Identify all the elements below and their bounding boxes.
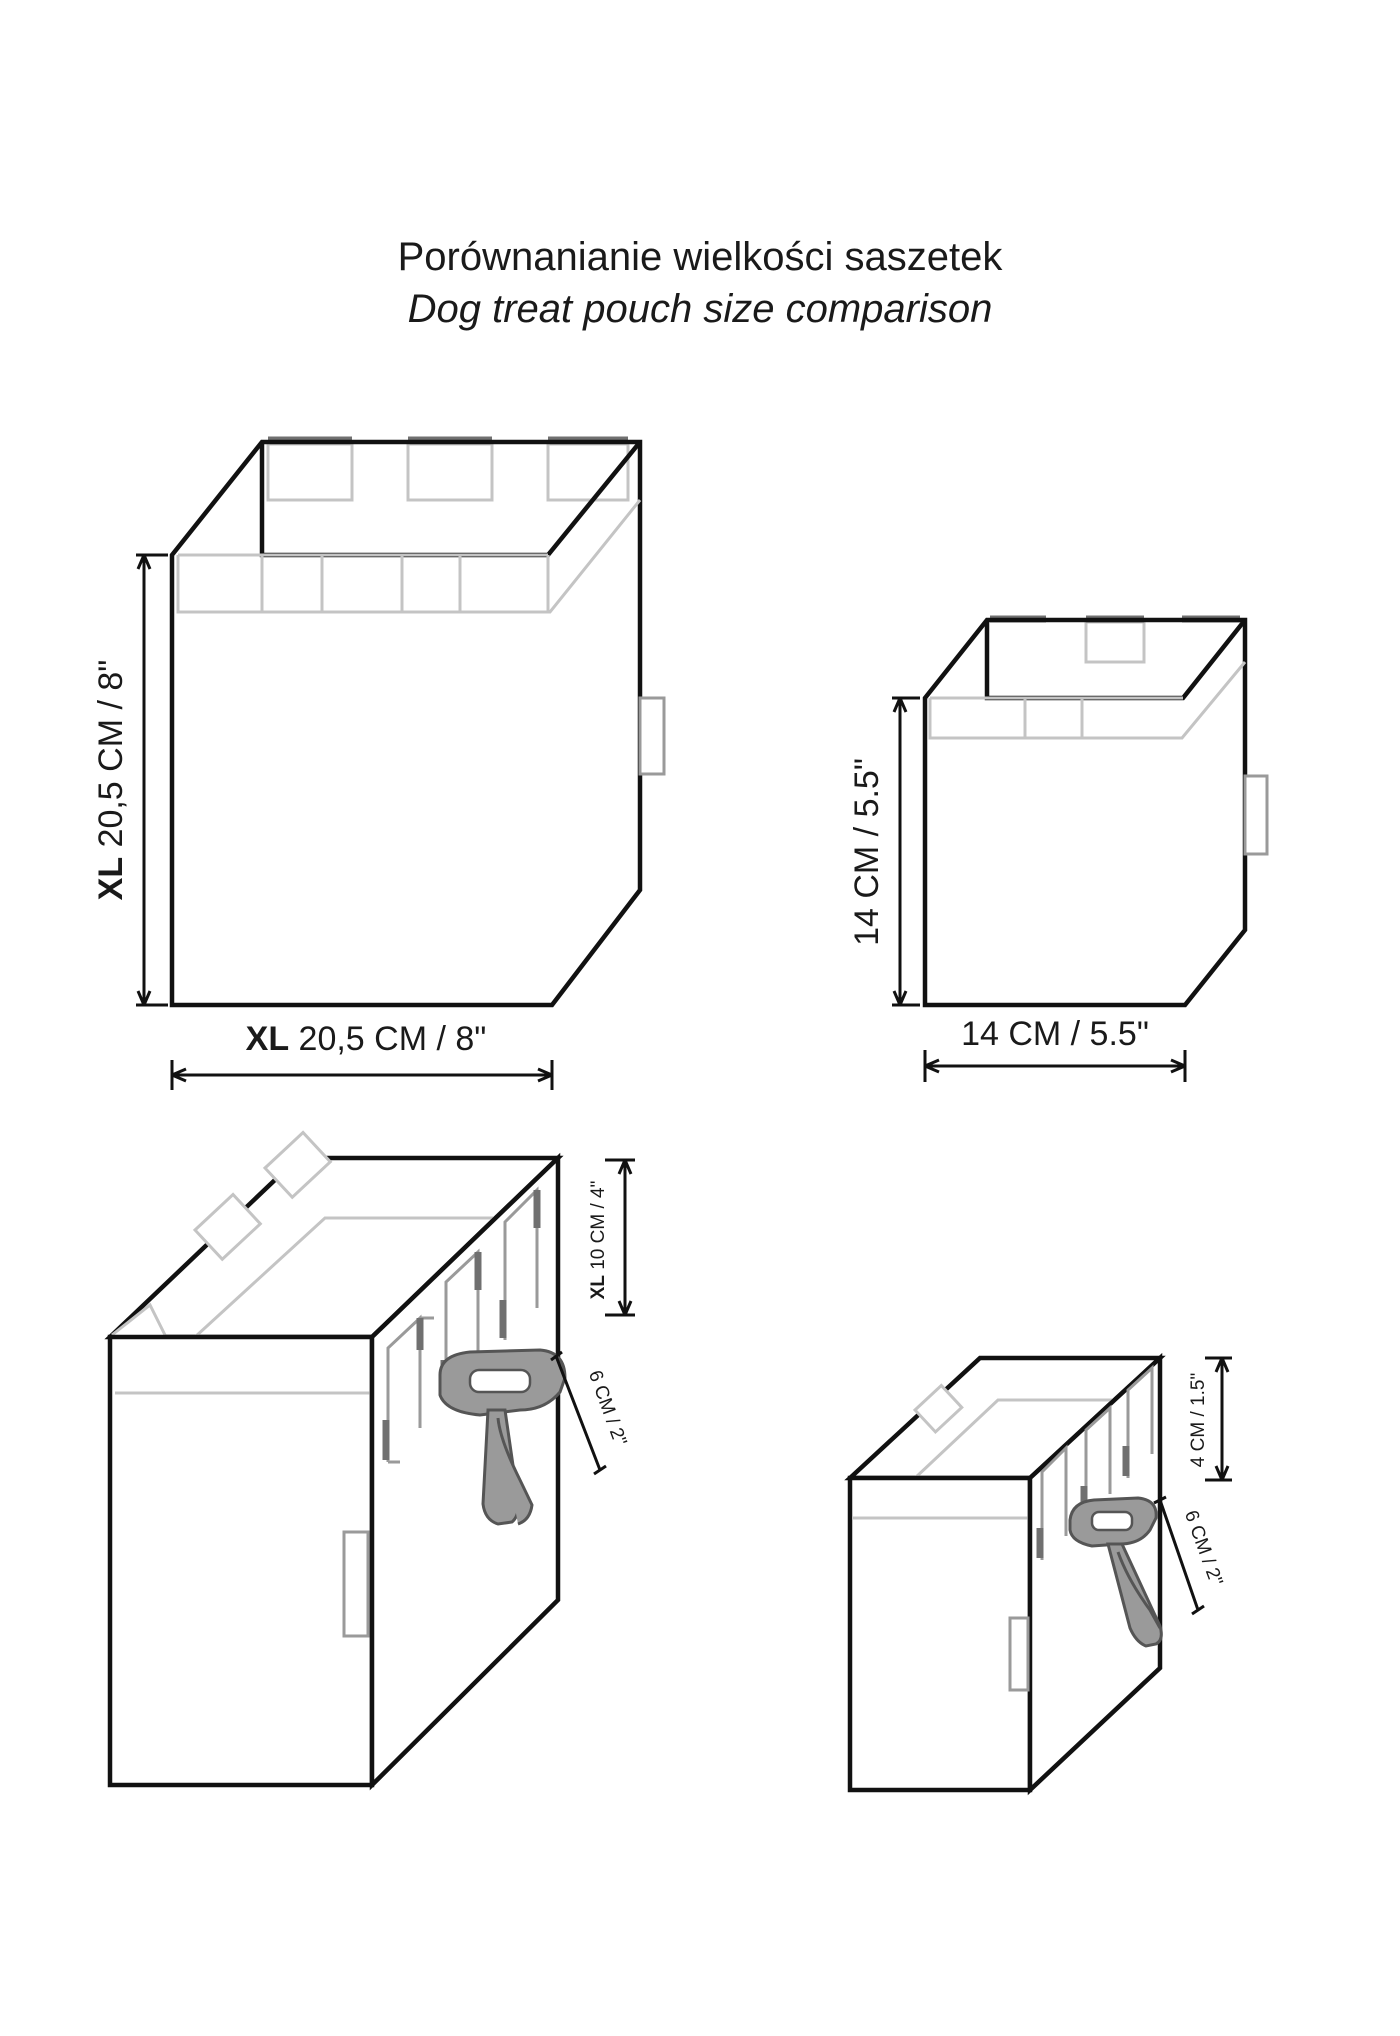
std-strap-dimension: 4 CM / 1.5"	[1188, 1356, 1232, 1482]
xl-strap-dimension: XL 10 CM / 4"	[588, 1158, 635, 1317]
std-top-tab-1	[1084, 620, 1146, 664]
std-rim-band	[928, 661, 1247, 740]
std-strap-label: 4 CM / 1.5"	[1188, 1373, 1209, 1467]
xl-rim-band	[176, 499, 642, 614]
std-strap-loop-3	[1126, 1364, 1154, 1478]
xl-width-label: XL 20,5 CM / 8"	[246, 1020, 487, 1058]
std-strap-loop-1	[1040, 1444, 1068, 1560]
std-width-dimension: 14 CM / 5.5"	[923, 1015, 1187, 1082]
standard-front-pouch	[922, 615, 1269, 1008]
std-width-label: 14 CM / 5.5"	[961, 1015, 1149, 1053]
xl-side-right-face	[369, 1152, 561, 1791]
xl-top-tab-2	[406, 442, 494, 502]
std-side-pouch	[844, 1352, 1166, 1796]
std-height-dimension: 14 CM / 5.5"	[848, 696, 920, 1007]
xl-strap-loop-3	[503, 1186, 539, 1340]
std-side-top-tab	[912, 1383, 964, 1435]
xl-height-label: XL 20,5 CM / 8"	[92, 660, 130, 901]
std-side-front-face	[847, 1475, 1033, 1793]
xl-front-pouch	[169, 436, 666, 1008]
xl-side-top-tab-1	[192, 1192, 263, 1262]
xl-side-top-tab-3	[111, 1302, 167, 1337]
xl-height-dimension: XL 20,5 CM / 8"	[92, 553, 168, 1007]
std-side-loop	[1243, 774, 1269, 856]
page-title: Porównanianie wielkości saszetek	[398, 235, 1004, 279]
std-clip-hook	[1068, 1496, 1163, 1648]
page-subtitle: Dog treat pouch size comparison	[408, 287, 993, 331]
std-strap-loop-2	[1084, 1404, 1112, 1518]
xl-side-inner-line	[193, 1216, 545, 1339]
std-side-inner-line	[913, 1398, 1150, 1480]
xl-clip-dimension: 6 CM / 2"	[550, 1350, 631, 1476]
std-height-label: 14 CM / 5.5"	[848, 758, 886, 946]
xl-side-pouch	[104, 1130, 567, 1791]
std-clip-dimension: 6 CM / 2"	[1153, 1495, 1226, 1616]
xl-strap-label: XL 10 CM / 4"	[588, 1181, 609, 1300]
xl-side-front-face	[107, 1334, 375, 1788]
xl-clip-hook	[438, 1348, 567, 1526]
std-side-front-loop	[1008, 1616, 1030, 1692]
xl-side-loop	[638, 696, 666, 776]
xl-top-tab-1	[266, 442, 354, 502]
xl-side-top-tab-2	[262, 1130, 333, 1200]
xl-clip-label: 6 CM / 2"	[584, 1368, 631, 1449]
xl-side-front-loop	[342, 1530, 370, 1638]
xl-width-dimension: XL 20,5 CM / 8"	[170, 1020, 554, 1090]
